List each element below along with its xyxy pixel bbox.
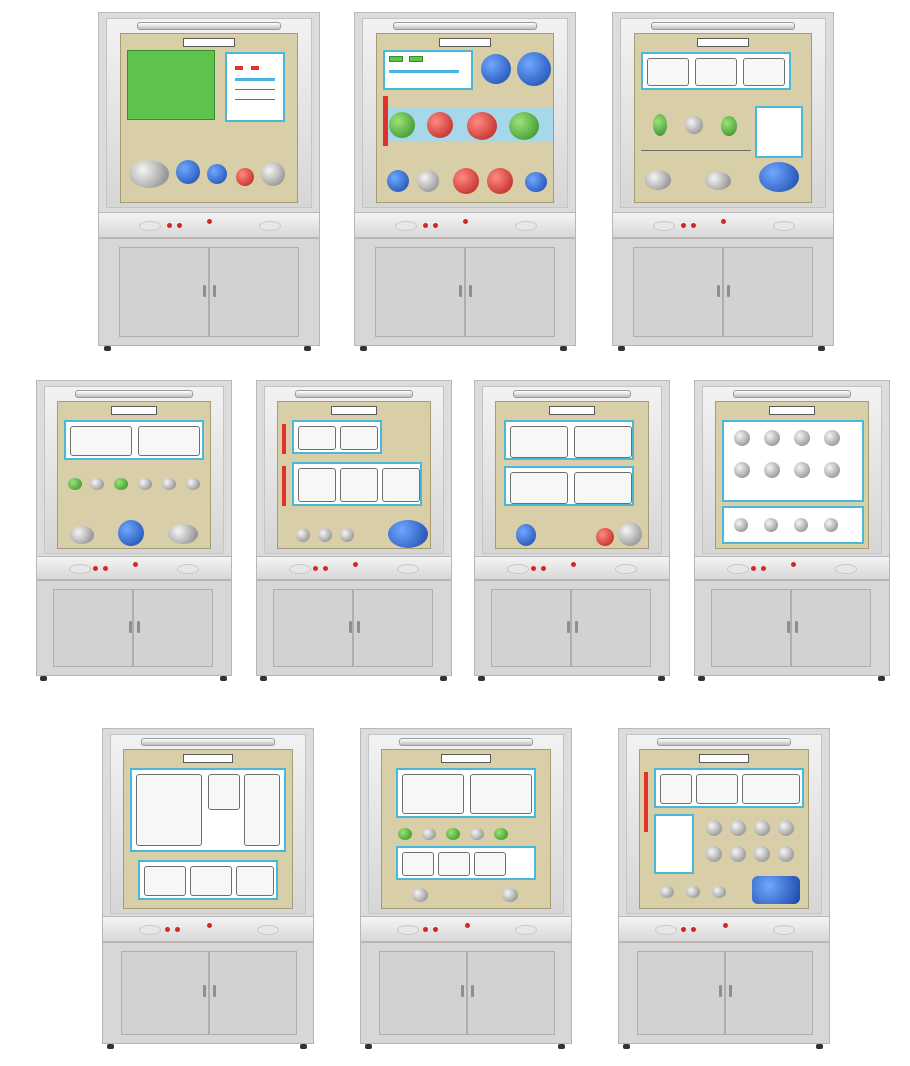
display-board: [120, 33, 298, 203]
diagram-panel: [383, 50, 473, 90]
display-board: [57, 401, 211, 549]
cabinet-1: [98, 12, 320, 352]
cabinet-door: [119, 247, 209, 337]
cabinet-8: [102, 728, 314, 1050]
display-board: [376, 33, 554, 203]
text-panel: [127, 50, 215, 120]
diagram-panel: [225, 52, 285, 122]
cabinet-7: [694, 380, 890, 681]
cabinet-4: [36, 380, 232, 681]
display-board: [123, 749, 293, 909]
control-desk: [98, 212, 320, 238]
cabinet-10: [618, 728, 830, 1050]
storage-cabinet: [98, 238, 320, 346]
light-bar: [137, 22, 281, 30]
display-board: [277, 401, 431, 549]
display-board: [495, 401, 649, 549]
display-board: [715, 401, 869, 549]
display-board: [634, 33, 812, 203]
display-board: [381, 749, 551, 909]
cabinet-2: [354, 12, 576, 352]
cabinet-5: [256, 380, 452, 681]
cabinet-3: [612, 12, 834, 352]
power-button: [167, 223, 172, 228]
cabinet-door: [209, 247, 299, 337]
cabinet-6: [474, 380, 670, 681]
cabinet-9: [360, 728, 572, 1050]
display-board: [639, 749, 809, 909]
diagram-panel: [641, 52, 791, 90]
